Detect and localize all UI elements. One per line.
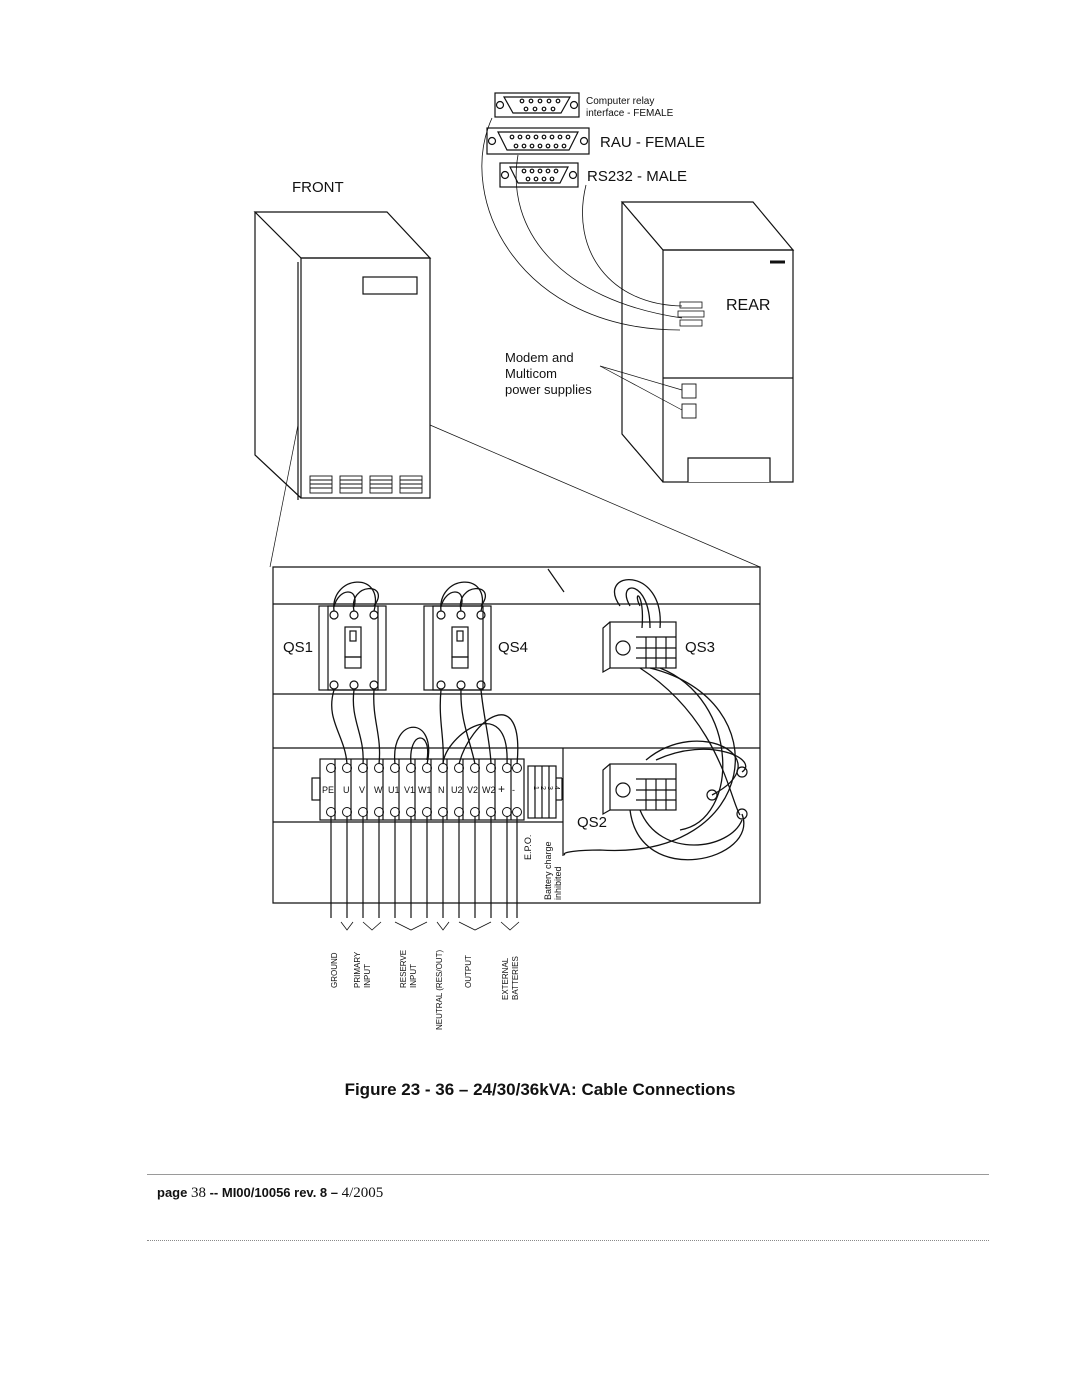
terminal-label: U2	[451, 785, 463, 795]
front-label: FRONT	[292, 179, 344, 196]
terminal-label: V1	[404, 785, 415, 795]
group-label-reserve-2: INPUT	[409, 964, 418, 988]
terminal-label: W2	[482, 785, 496, 795]
rau-connector	[486, 127, 590, 155]
battery-label-2: inhibited	[553, 866, 563, 900]
side-terminal-labels: 1 2 3 4	[532, 786, 560, 790]
qs2-switch	[602, 763, 677, 816]
front-vents	[309, 475, 423, 494]
terminal-label: V	[359, 785, 365, 795]
internal-wiring	[331, 579, 747, 861]
group-label-neutral: NEUTRAL (RES/OUT)	[435, 950, 444, 1030]
terminal-label: PE	[322, 785, 334, 795]
computer-relay-connector	[494, 92, 580, 118]
qs4-label: QS4	[498, 639, 528, 656]
qs2-label: QS2	[577, 814, 607, 831]
group-label-reserve: RESERVE	[399, 950, 408, 988]
footer-page-number: 38	[190, 1185, 206, 1201]
qs1-breaker	[318, 605, 387, 691]
terminal-label: U1	[388, 785, 400, 795]
group-label-primary: PRIMARY	[353, 951, 362, 988]
cable-connection-diagram: FRONT REAR Computer relay interface - FE…	[253, 92, 795, 1030]
front-cabinet	[253, 211, 432, 500]
terminal-label: N	[438, 785, 445, 795]
rau-label: RAU - FEMALE	[600, 134, 705, 151]
epo-label: E.P.O.	[523, 835, 533, 860]
terminal-label: +	[498, 782, 505, 796]
group-label-ground: GROUND	[330, 952, 339, 988]
computer-relay-label: Computer relay	[586, 96, 654, 107]
side-terminal-label: 3	[546, 786, 553, 790]
rear-cabinet	[620, 201, 795, 483]
group-brackets	[340, 921, 520, 931]
qs3-label: QS3	[685, 639, 715, 656]
terminal-label: U	[343, 785, 350, 795]
terminal-block	[311, 758, 563, 821]
terminal-label: W1	[418, 785, 432, 795]
power-supplies-label-2: Multicom	[505, 366, 557, 381]
side-terminal-label: 4	[553, 786, 560, 790]
power-supplies-label-3: power supplies	[505, 382, 592, 397]
terminal-label: -	[512, 785, 515, 795]
footer-date: 4/2005	[341, 1185, 384, 1201]
rs232-connector	[499, 162, 579, 188]
group-labels: GROUND PRIMARY INPUT RESERVE INPUT NEUTR…	[330, 950, 520, 1030]
side-terminal-label: 2	[539, 786, 546, 790]
figure-caption: Figure 23 - 36 – 24/30/36kVA: Cable Conn…	[344, 1080, 736, 1099]
rear-ports	[677, 301, 705, 327]
qs2-posts	[706, 766, 748, 820]
computer-relay-label-2: interface - FEMALE	[586, 108, 674, 119]
footer-rule-bottom	[147, 1240, 989, 1241]
footer-page-word: page	[157, 1185, 188, 1200]
connector-cables	[481, 117, 683, 331]
projection-lines	[269, 424, 761, 568]
qs4-breaker	[423, 605, 492, 691]
page-footer: page 38 -- MI00/10056 rev. 8 – 4/2005	[157, 1185, 383, 1202]
power-supplies-label-1: Modem and	[505, 350, 574, 365]
terminal-label: V2	[467, 785, 478, 795]
group-label-external: EXTERNAL	[501, 957, 510, 1000]
group-label-output: OUTPUT	[464, 955, 473, 988]
battery-label-1: Battery charge	[543, 841, 553, 900]
power-supply-sockets	[681, 383, 697, 419]
qs3-switch	[602, 621, 677, 674]
rear-label: REAR	[726, 297, 770, 314]
qs1-label: QS1	[283, 639, 313, 656]
power-supply-pointers	[599, 365, 683, 411]
external-cables	[330, 817, 518, 918]
footer-rule-top	[147, 1174, 989, 1175]
footer-doc-id: -- MI00/10056 rev. 8 –	[209, 1185, 338, 1200]
rs232-label: RS232 - MALE	[587, 168, 687, 185]
group-label-primary-2: INPUT	[363, 964, 372, 988]
terminal-labels: PE U V W U1 V1 W1 N U2 V2 W2 + -	[322, 782, 515, 796]
side-terminal-label: 1	[532, 786, 539, 790]
group-label-external-2: BATTERIES	[511, 956, 520, 1000]
terminal-label: W	[374, 785, 383, 795]
